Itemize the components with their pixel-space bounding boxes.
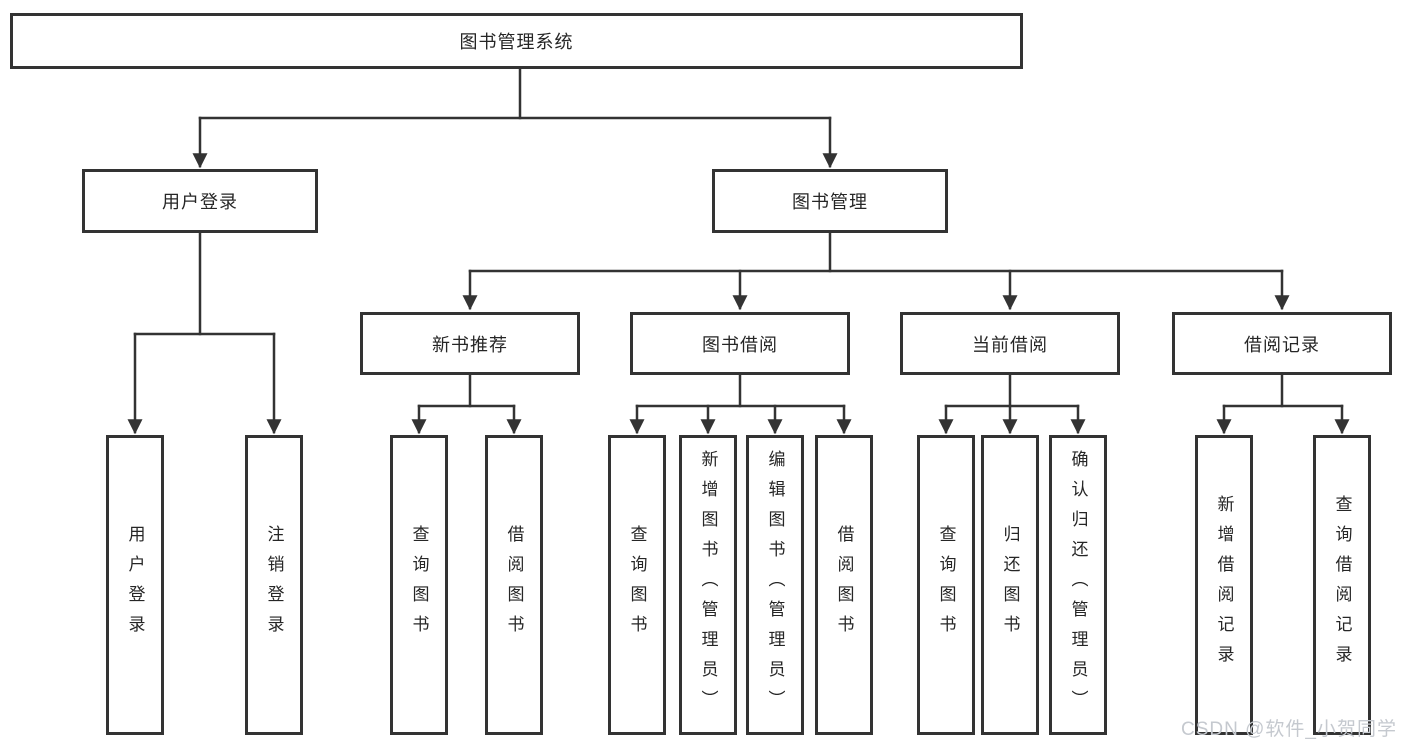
leaf-label: 归还图书 [1000, 525, 1020, 645]
leaf-add-borrow-record: 新增借阅记录 [1195, 435, 1253, 735]
leaf-logout: 注销登录 [245, 435, 303, 735]
leaf-confirm-return-admin: 确认归还（管理员） [1049, 435, 1107, 735]
node-current-borrowing: 当前借阅 [900, 312, 1120, 375]
leaf-query-borrow-record: 查询借阅记录 [1313, 435, 1371, 735]
leaf-label: 查询图书 [409, 525, 429, 645]
leaf-label: 查询借阅记录 [1332, 495, 1352, 675]
node-borrowing-records: 借阅记录 [1172, 312, 1392, 375]
leaf-label: 编辑图书（管理员） [765, 450, 785, 720]
leaf-borrow-books-recommend: 借阅图书 [485, 435, 543, 735]
leaf-label: 查询图书 [627, 525, 647, 645]
node-user-login: 用户登录 [82, 169, 318, 233]
leaf-label: 注销登录 [264, 525, 284, 645]
leaf-label: 新增借阅记录 [1214, 495, 1234, 675]
leaf-label: 新增图书（管理员） [698, 450, 718, 720]
leaf-user-login: 用户登录 [106, 435, 164, 735]
node-new-book-recommend: 新书推荐 [360, 312, 580, 375]
leaf-label: 用户登录 [125, 525, 145, 645]
leaf-label: 查询图书 [936, 525, 956, 645]
leaf-query-books-current: 查询图书 [917, 435, 975, 735]
leaf-edit-books-admin: 编辑图书（管理员） [746, 435, 804, 735]
leaf-query-books-borrowing: 查询图书 [608, 435, 666, 735]
leaf-label: 借阅图书 [504, 525, 524, 645]
csdn-watermark: CSDN @软件_小贺同学 [1181, 719, 1397, 740]
leaf-label: 借阅图书 [834, 525, 854, 645]
node-library-system: 图书管理系统 [10, 13, 1023, 69]
node-book-management: 图书管理 [712, 169, 948, 233]
leaf-label: 确认归还（管理员） [1068, 450, 1088, 720]
leaf-query-books-recommend: 查询图书 [390, 435, 448, 735]
leaf-return-books: 归还图书 [981, 435, 1039, 735]
leaf-add-books-admin: 新增图书（管理员） [679, 435, 737, 735]
leaf-borrow-books-borrowing: 借阅图书 [815, 435, 873, 735]
node-book-borrowing: 图书借阅 [630, 312, 850, 375]
